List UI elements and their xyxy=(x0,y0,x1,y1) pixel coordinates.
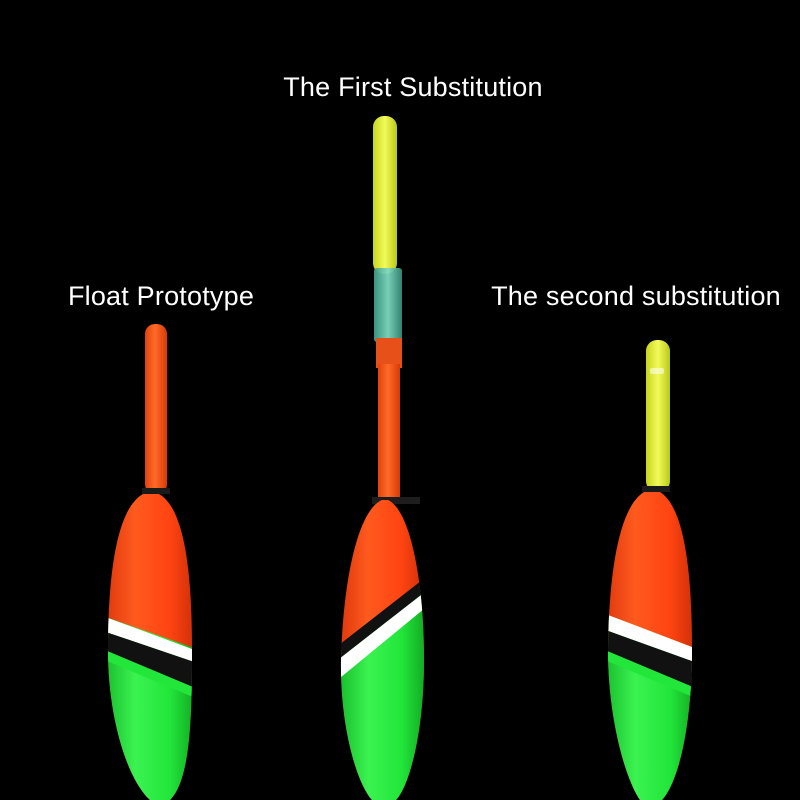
glow-stick-antenna xyxy=(373,116,397,274)
float-body xyxy=(108,492,192,800)
orange-antenna xyxy=(378,364,400,502)
orange-antenna xyxy=(145,324,167,494)
glow-stick-antenna xyxy=(646,340,670,492)
float-body xyxy=(608,490,692,800)
label-float-prototype: Float Prototype xyxy=(67,281,255,311)
label-first-substitution: The First Substitution xyxy=(283,72,543,102)
clear-sleeve xyxy=(374,268,402,342)
second-substitution xyxy=(608,340,692,800)
float-body xyxy=(340,500,424,800)
label-second-substitution: The second substitution xyxy=(491,281,781,311)
float-prototype xyxy=(108,324,192,800)
first-substitution xyxy=(340,116,424,800)
